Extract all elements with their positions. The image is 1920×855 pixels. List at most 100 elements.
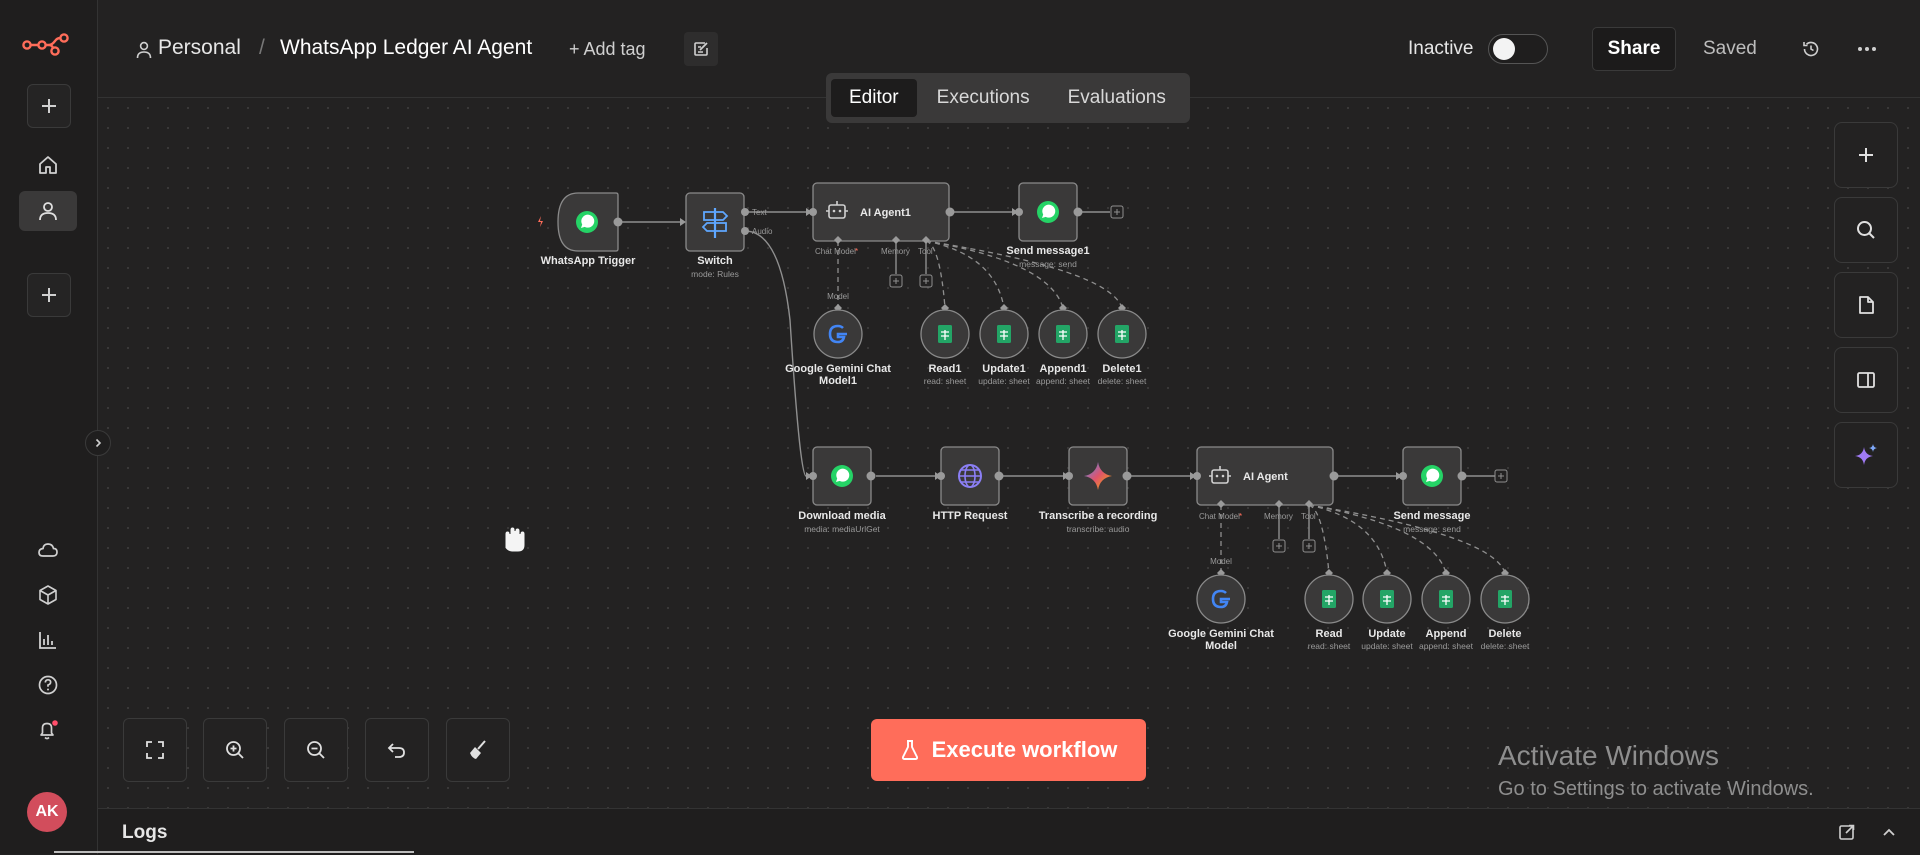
node-label: WhatsApp Trigger bbox=[541, 255, 636, 267]
google-sheets-icon bbox=[1056, 325, 1070, 343]
node-label: Model1 bbox=[819, 375, 857, 387]
node-subtitle: append: sheet bbox=[1036, 376, 1091, 386]
port-chat-model: Chat Model bbox=[1199, 512, 1240, 521]
more-options-button[interactable] bbox=[1854, 36, 1880, 62]
n8n-logo-icon[interactable] bbox=[22, 32, 70, 56]
node-subtitle: media: mediaUrlGet bbox=[804, 524, 880, 534]
add-tool-button[interactable] bbox=[1302, 539, 1316, 553]
node-send-message[interactable]: Send message message: send bbox=[1393, 446, 1471, 534]
chevron-up-icon bbox=[1883, 828, 1895, 836]
node-ai-agent1[interactable]: AI Agent1 Chat Model * Memory Tool bbox=[809, 182, 955, 256]
node-switch[interactable]: Text Audio Switch mode: Rules bbox=[685, 192, 773, 279]
sidebar-item-notifications[interactable] bbox=[19, 710, 77, 750]
node-append1[interactable]: Append1 append: sheet bbox=[1036, 304, 1091, 386]
add-tag-button[interactable]: + Add tag bbox=[569, 39, 646, 59]
tab-executions[interactable]: Executions bbox=[919, 79, 1048, 117]
history-icon bbox=[1803, 41, 1819, 57]
zoom-out-button[interactable] bbox=[284, 718, 348, 782]
switch-output-text: Text bbox=[752, 208, 767, 217]
node-label: Send message1 bbox=[1006, 245, 1089, 257]
cube-icon bbox=[39, 585, 57, 605]
add-tool-button[interactable] bbox=[919, 274, 933, 288]
flask-icon bbox=[901, 740, 918, 760]
logs-panel[interactable]: Logs bbox=[54, 808, 1920, 855]
node-gemini-chat-model1[interactable]: Model Google Gemini Chat Model1 bbox=[785, 292, 891, 387]
add-node-button[interactable] bbox=[1494, 469, 1508, 483]
sidebar-item-insights[interactable] bbox=[19, 620, 77, 660]
port-tool: Tool bbox=[1301, 512, 1316, 521]
ai-assistant-button[interactable] bbox=[1834, 422, 1898, 488]
share-button[interactable]: Share bbox=[1592, 27, 1676, 71]
node-subtitle: mode: Rules bbox=[691, 269, 739, 279]
add-node-button[interactable] bbox=[1110, 205, 1124, 219]
node-subtitle: read: sheet bbox=[924, 376, 967, 386]
node-append[interactable]: Append append: sheet bbox=[1419, 569, 1474, 651]
node-label: HTTP Request bbox=[933, 510, 1008, 522]
add-memory-button[interactable] bbox=[889, 274, 903, 288]
sidebar-item-cloud[interactable] bbox=[19, 530, 77, 570]
edit-description-button[interactable] bbox=[684, 32, 718, 66]
workflow-name[interactable]: WhatsApp Ledger AI Agent bbox=[280, 36, 533, 59]
sidebar-item-personal[interactable] bbox=[19, 191, 77, 231]
add-memory-button[interactable] bbox=[1272, 539, 1286, 553]
node-read1[interactable]: Read1 read: sheet bbox=[920, 304, 970, 386]
logs-resize-handle[interactable] bbox=[54, 851, 414, 853]
watermark-title: Activate Windows bbox=[1498, 740, 1719, 771]
sidebar-item-home[interactable] bbox=[19, 145, 77, 185]
create-button[interactable] bbox=[27, 84, 71, 128]
tidy-up-button[interactable] bbox=[446, 718, 510, 782]
robot-icon bbox=[1209, 466, 1231, 484]
execute-workflow-button[interactable]: Execute workflow bbox=[871, 719, 1146, 781]
node-label: Download media bbox=[798, 510, 886, 522]
history-button[interactable] bbox=[1798, 36, 1824, 62]
node-label: Append bbox=[1426, 628, 1467, 640]
panel-right-icon bbox=[1857, 372, 1875, 388]
fit-view-button[interactable] bbox=[123, 718, 187, 782]
node-subtitle: update: sheet bbox=[978, 376, 1030, 386]
node-send-message1[interactable]: Send message1 message: send bbox=[1006, 182, 1090, 269]
active-status-label: Inactive bbox=[1408, 38, 1474, 59]
search-nodes-button[interactable] bbox=[1834, 197, 1898, 263]
logs-expand-button[interactable] bbox=[1878, 821, 1900, 843]
sub-connections-row1 bbox=[837, 240, 1123, 309]
help-icon bbox=[38, 675, 58, 695]
node-download-media[interactable]: Download media media: mediaUrlGet bbox=[798, 446, 887, 534]
toggle-panel-button[interactable] bbox=[1834, 347, 1898, 413]
logs-popout-button[interactable] bbox=[1836, 821, 1858, 843]
undo-button[interactable] bbox=[365, 718, 429, 782]
sidebar-expand-button[interactable] bbox=[85, 430, 111, 456]
add-node-panel-button[interactable] bbox=[1834, 122, 1898, 188]
connections-row1 bbox=[618, 208, 1110, 480]
node-read[interactable]: Read read: sheet bbox=[1304, 569, 1354, 651]
node-ai-agent[interactable]: AI Agent Chat Model * Memory Tool bbox=[1193, 446, 1339, 521]
node-delete1[interactable]: Delete1 delete: sheet bbox=[1097, 304, 1147, 386]
sticky-note-button[interactable] bbox=[1834, 272, 1898, 338]
share-label: Share bbox=[1607, 38, 1661, 59]
zoom-in-button[interactable] bbox=[203, 718, 267, 782]
add-project-button[interactable] bbox=[27, 273, 71, 317]
avatar[interactable]: AK bbox=[27, 792, 67, 832]
active-toggle[interactable] bbox=[1488, 34, 1548, 64]
note-icon bbox=[1859, 296, 1874, 314]
node-update[interactable]: Update update: sheet bbox=[1361, 569, 1413, 651]
node-http-request[interactable]: HTTP Request bbox=[933, 446, 1008, 522]
node-update1[interactable]: Update1 update: sheet bbox=[978, 304, 1030, 386]
node-transcribe-recording[interactable]: Transcribe a recording transcribe: audio bbox=[1039, 446, 1158, 534]
node-label: Google Gemini Chat bbox=[1168, 628, 1274, 640]
connections-row2 bbox=[876, 472, 1495, 480]
node-whatsapp-trigger[interactable]: WhatsApp Trigger bbox=[538, 192, 636, 267]
tab-evaluations[interactable]: Evaluations bbox=[1050, 79, 1184, 117]
google-icon bbox=[828, 324, 847, 344]
user-icon bbox=[39, 202, 57, 221]
project-breadcrumb[interactable]: Personal bbox=[158, 36, 241, 59]
sidebar-item-help[interactable] bbox=[19, 665, 77, 705]
tab-editor[interactable]: Editor bbox=[831, 79, 917, 117]
broom-icon bbox=[470, 740, 486, 759]
node-delete[interactable]: Delete delete: sheet bbox=[1480, 569, 1530, 651]
plus-icon bbox=[1859, 148, 1873, 162]
node-gemini-chat-model[interactable]: Model Google Gemini Chat Model bbox=[1168, 557, 1274, 652]
workflow-canvas[interactable]: WhatsApp Trigger Text Audio Switch mode:… bbox=[98, 98, 1920, 808]
sidebar-item-templates[interactable] bbox=[19, 575, 77, 615]
robot-icon bbox=[826, 201, 848, 219]
node-label: AI Agent bbox=[1243, 471, 1288, 483]
